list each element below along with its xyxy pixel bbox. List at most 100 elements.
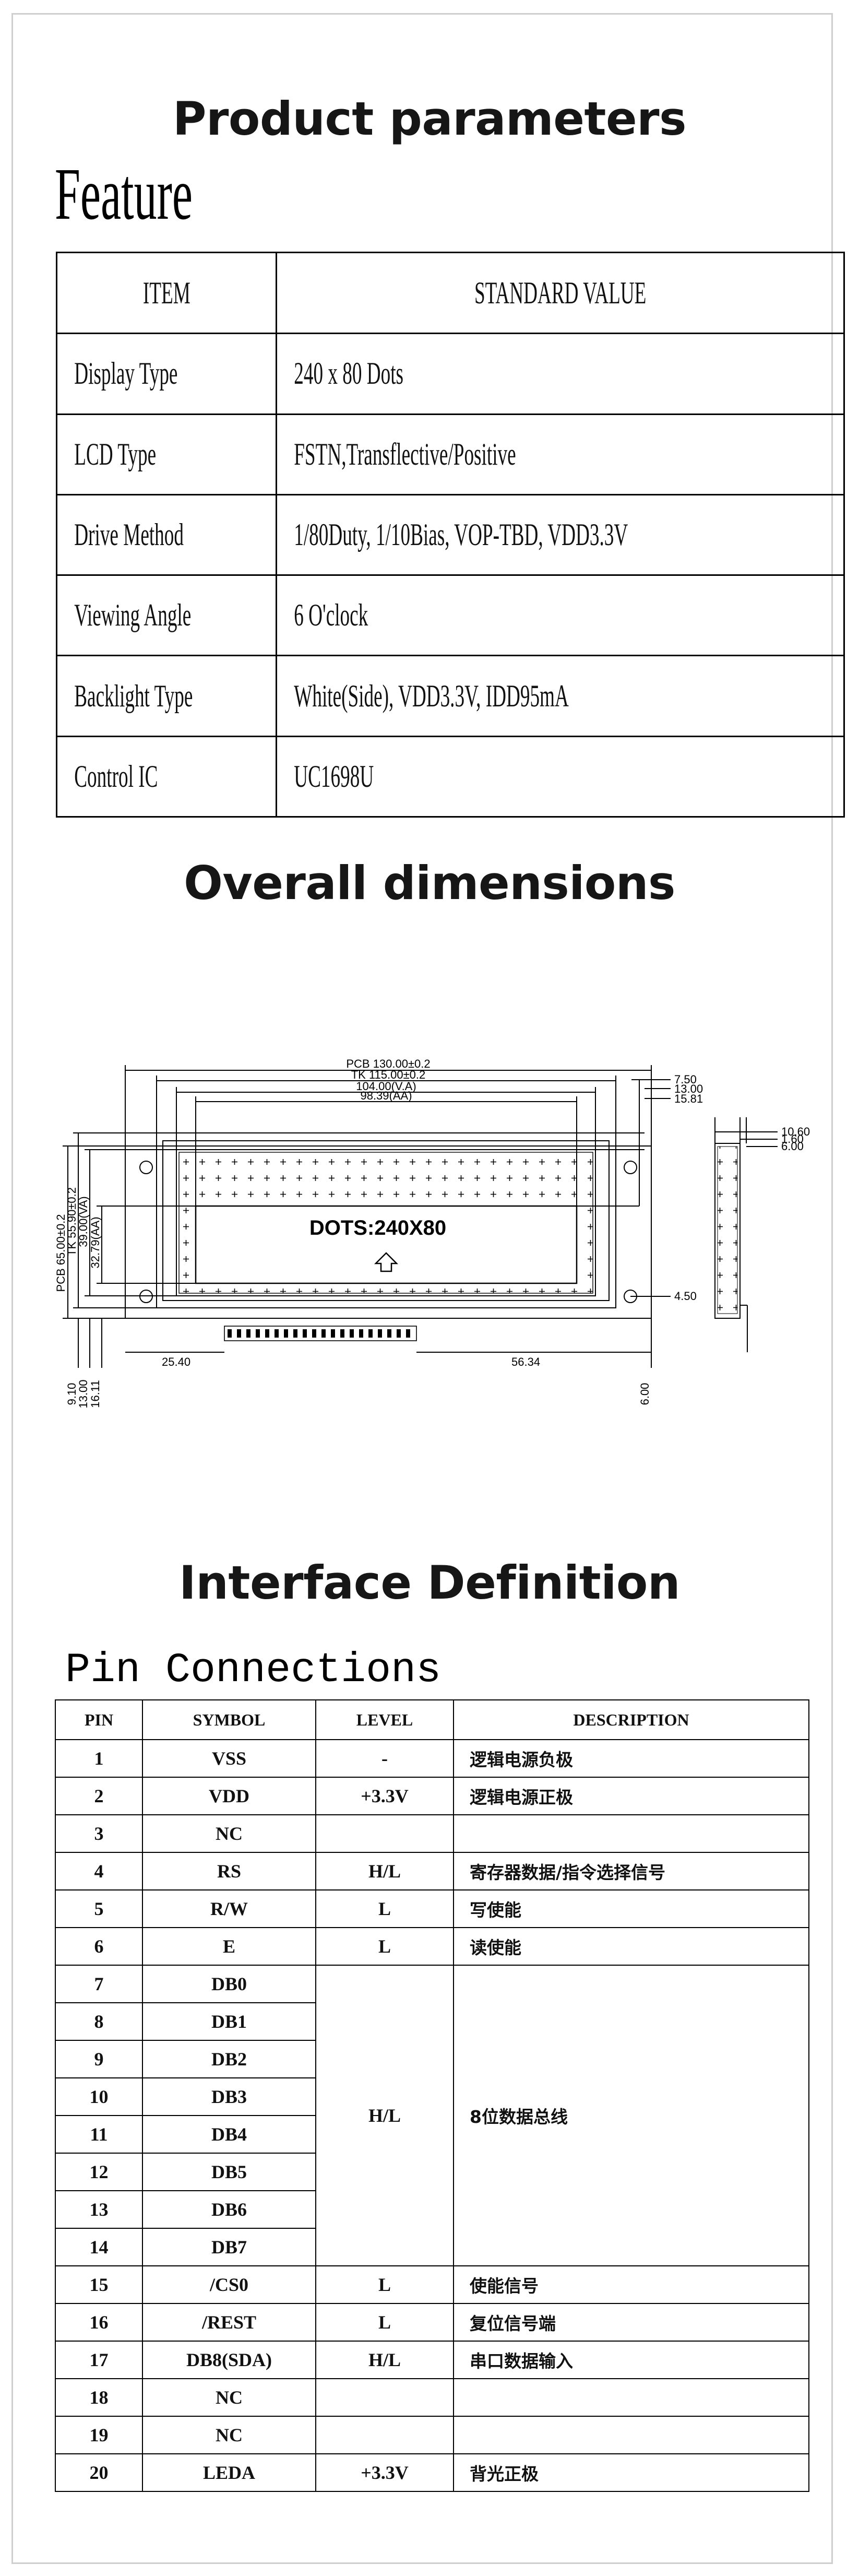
table-row: 17 DB8(SDA) H/L 串口数据输入 (55, 2341, 809, 2379)
feature-value: 1/80Duty, 1/10Bias, VOP-TBD, VDD3.3V (276, 493, 845, 576)
table-row: 5 R/W L 写使能 (55, 1889, 809, 1928)
feature-item: Viewing Angle (55, 574, 278, 657)
pin-number: 18 (55, 2378, 143, 2417)
dim-bottom-left-2: 13.00 (77, 1379, 90, 1408)
feature-table: ITEM STANDARD VALUE Display Type 240 x 8… (55, 251, 845, 818)
pin-connections-heading: Pin Connections (65, 1647, 442, 1694)
dim-pcb-width: PCB 130.00±0.2 (346, 1057, 430, 1070)
pin-level (315, 2416, 454, 2454)
pin-symbol: DB2 (142, 2040, 316, 2078)
dim-bottom-left: 25.40 (162, 1355, 190, 1368)
table-row: 19 NC (55, 2416, 809, 2454)
table-row: 3 NC (55, 1814, 809, 1853)
table-row: 1 VSS - 逻辑电源负极 (55, 1739, 809, 1778)
section-title-overall-dimensions: Overall dimensions (184, 856, 675, 910)
feature-value: White(Side), VDD3.3V, IDD95mA (276, 655, 845, 737)
pin-level: L (315, 2265, 454, 2304)
pin-description: 使能信号 (453, 2265, 809, 2304)
pcb-outline (125, 1145, 652, 1319)
pin-description: 背光正极 (453, 2453, 809, 2492)
pin-symbol: E (142, 1927, 316, 1966)
feature-table-header: ITEM STANDARD VALUE (55, 251, 845, 335)
page-frame (11, 13, 833, 2564)
pin-symbol: VSS (142, 1739, 316, 1778)
dim-va-width: 104.00(V.A) (356, 1080, 416, 1093)
pin-number: 8 (55, 2002, 143, 2041)
table-row: 11 DB4 (55, 2115, 809, 2154)
pin-symbol: DB6 (142, 2190, 316, 2229)
pin-number: 6 (55, 1927, 143, 1966)
pin-description: 复位信号端 (453, 2303, 809, 2342)
feature-value: 240 x 80 Dots (276, 333, 845, 415)
databus-level: H/L (315, 1965, 454, 2266)
table-row: 13 DB6 (55, 2190, 809, 2229)
feature-row: Display Type 240 x 80 Dots (55, 333, 845, 415)
feature-row: Backlight Type White(Side), VDD3.3V, IDD… (55, 655, 845, 737)
pin-symbol: /REST (142, 2303, 316, 2342)
pin-symbol: RS (142, 1852, 316, 1890)
dim-left-tk: TK 55.90±0.2 (65, 1187, 78, 1256)
pin-number: 3 (55, 1814, 143, 1853)
table-row: 2 VDD +3.3V 逻辑电源正极 (55, 1777, 809, 1815)
pin-level: +3.3V (315, 2453, 454, 2492)
pin-symbol: DB4 (142, 2115, 316, 2154)
pin-number: 14 (55, 2228, 143, 2266)
dim-hole: 4.50 (674, 1290, 697, 1303)
pin-level: L (315, 1889, 454, 1928)
pin-description (453, 2416, 809, 2454)
pin-description: 串口数据输入 (453, 2341, 809, 2379)
table-row: 16 /REST L 复位信号端 (55, 2303, 809, 2342)
pin-symbol: R/W (142, 1889, 316, 1928)
pin-symbol: DB1 (142, 2002, 316, 2041)
pin-header-level: LEVEL (315, 1699, 454, 1740)
pin-symbol: DB7 (142, 2228, 316, 2266)
pin-symbol: DB8(SDA) (142, 2341, 316, 2379)
feature-row: LCD Type FSTN,Transflective/Positive (55, 413, 845, 495)
feature-row: Control IC UC1698U (55, 735, 845, 818)
pin-number: 15 (55, 2265, 143, 2304)
dim-right-2: 13.00 (674, 1082, 703, 1095)
feature-value: 6 O'clock (276, 574, 845, 657)
pin-number: 4 (55, 1852, 143, 1890)
pin-level: +3.3V (315, 1777, 454, 1815)
side-view-body (714, 1143, 741, 1319)
feature-row: Drive Method 1/80Duty, 1/10Bias, VOP-TBD… (55, 493, 845, 576)
pin-description: 寄存器数据/指令选择信号 (453, 1852, 809, 1890)
dimension-drawing: PCB 130.00±0.2 TK 115.00±0.2 104.00(V.A)… (54, 1057, 810, 1409)
pin-description: 写使能 (453, 1889, 809, 1928)
pin-number: 1 (55, 1739, 143, 1778)
dim-side-3: 6.00 (781, 1140, 804, 1153)
table-row: 18 NC (55, 2378, 809, 2417)
pin-table: PIN SYMBOL LEVEL DESCRIPTION 1 VSS - 逻辑电… (55, 1699, 809, 2492)
table-row: 14 DB7 (55, 2228, 809, 2266)
arrow-up-icon (374, 1252, 399, 1272)
dim-aa-width: 98.39(AA) (360, 1089, 412, 1102)
pin-symbol: DB0 (142, 1965, 316, 2003)
pin-number: 17 (55, 2341, 143, 2379)
feature-header-value: STANDARD VALUE (276, 251, 845, 335)
pin-number: 9 (55, 2040, 143, 2078)
table-row: 6 E L 读使能 (55, 1927, 809, 1966)
feature-row: Viewing Angle 6 O'clock (55, 574, 845, 657)
pin-number: 11 (55, 2115, 143, 2154)
pin-number: 13 (55, 2190, 143, 2229)
feature-item: Control IC (55, 735, 278, 818)
table-row: 7 DB0 H/L 8位数据总线 (55, 1965, 809, 2266)
pin-number: 2 (55, 1777, 143, 1815)
feature-heading: Feature (55, 152, 193, 235)
pin-number: 19 (55, 2416, 143, 2454)
dim-right-1: 7.50 (674, 1073, 697, 1086)
databus-description: 8位数据总线 (453, 1965, 809, 2266)
pin-header-description: DESCRIPTION (453, 1699, 809, 1740)
pin-number: 5 (55, 1889, 143, 1928)
active-area (195, 1205, 578, 1284)
table-row: 20 LEDA +3.3V 背光正极 (55, 2453, 809, 2492)
pin-number: 7 (55, 1965, 143, 2003)
feature-item: LCD Type (55, 413, 278, 495)
dim-bottom-right: 56.34 (511, 1355, 540, 1368)
side-view-glass (717, 1146, 738, 1314)
pin-symbol: NC (142, 2416, 316, 2454)
va-area-outer (176, 1149, 596, 1296)
dim-left-pcb: PCB 65.00±0.2 (54, 1214, 67, 1292)
feature-header-item: ITEM (55, 251, 278, 335)
